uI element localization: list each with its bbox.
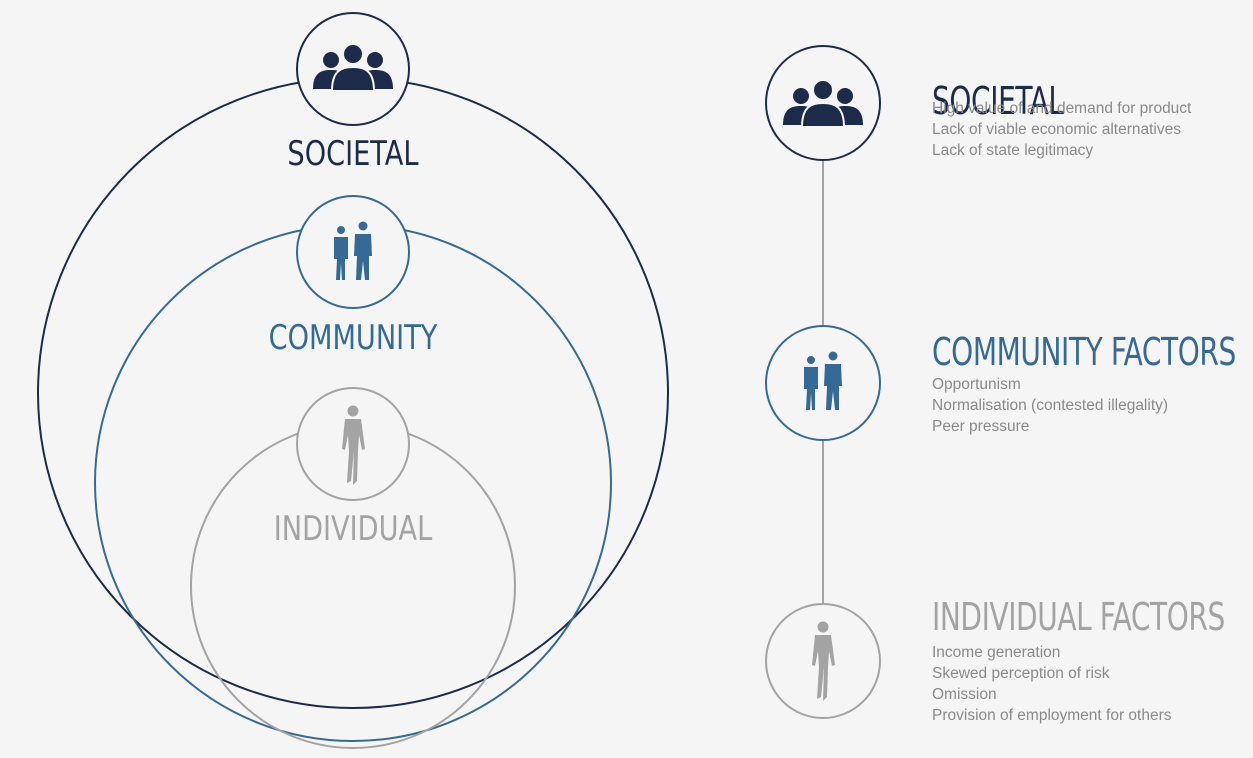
societal-title: SOCIETAL bbox=[932, 79, 1064, 123]
societal-circle-label: SOCIETAL bbox=[287, 134, 419, 174]
community-circle-label: COMMUNITY bbox=[268, 318, 438, 358]
individual-circle-label: INDIVIDUAL bbox=[273, 509, 433, 549]
individual-factors: Income generation Skewed perception of r… bbox=[932, 642, 1172, 726]
factor-item: Lack of viable economic alternatives bbox=[932, 121, 1181, 138]
factor-item: Skewed perception of risk bbox=[932, 665, 1110, 682]
factor-item: Income generation bbox=[932, 644, 1061, 661]
factor-item: Peer pressure bbox=[932, 418, 1030, 435]
community-factors: Opportunism Normalisation (contested ill… bbox=[932, 374, 1168, 437]
societal-side-badge bbox=[765, 45, 881, 161]
factor-item: High value of and demand for product bbox=[932, 100, 1192, 117]
factor-item: Omission bbox=[932, 686, 997, 703]
factor-item: Normalisation (contested illegality) bbox=[932, 397, 1169, 414]
societal-badge bbox=[296, 12, 410, 126]
societal-factors: High value of and demand for product Lac… bbox=[932, 98, 1191, 161]
factor-item: Provision of employment for others bbox=[932, 707, 1172, 724]
community-factors-title: COMMUNITY FACTORS bbox=[932, 330, 1236, 374]
community-badge bbox=[296, 195, 410, 309]
individual-badge bbox=[296, 387, 410, 501]
individual-factors-title: INDIVIDUAL FACTORS bbox=[932, 595, 1225, 639]
individual-side-badge bbox=[765, 603, 881, 719]
factor-item: Lack of state legitimacy bbox=[932, 142, 1094, 159]
community-side-badge bbox=[765, 325, 881, 441]
factor-item: Opportunism bbox=[932, 376, 1021, 393]
